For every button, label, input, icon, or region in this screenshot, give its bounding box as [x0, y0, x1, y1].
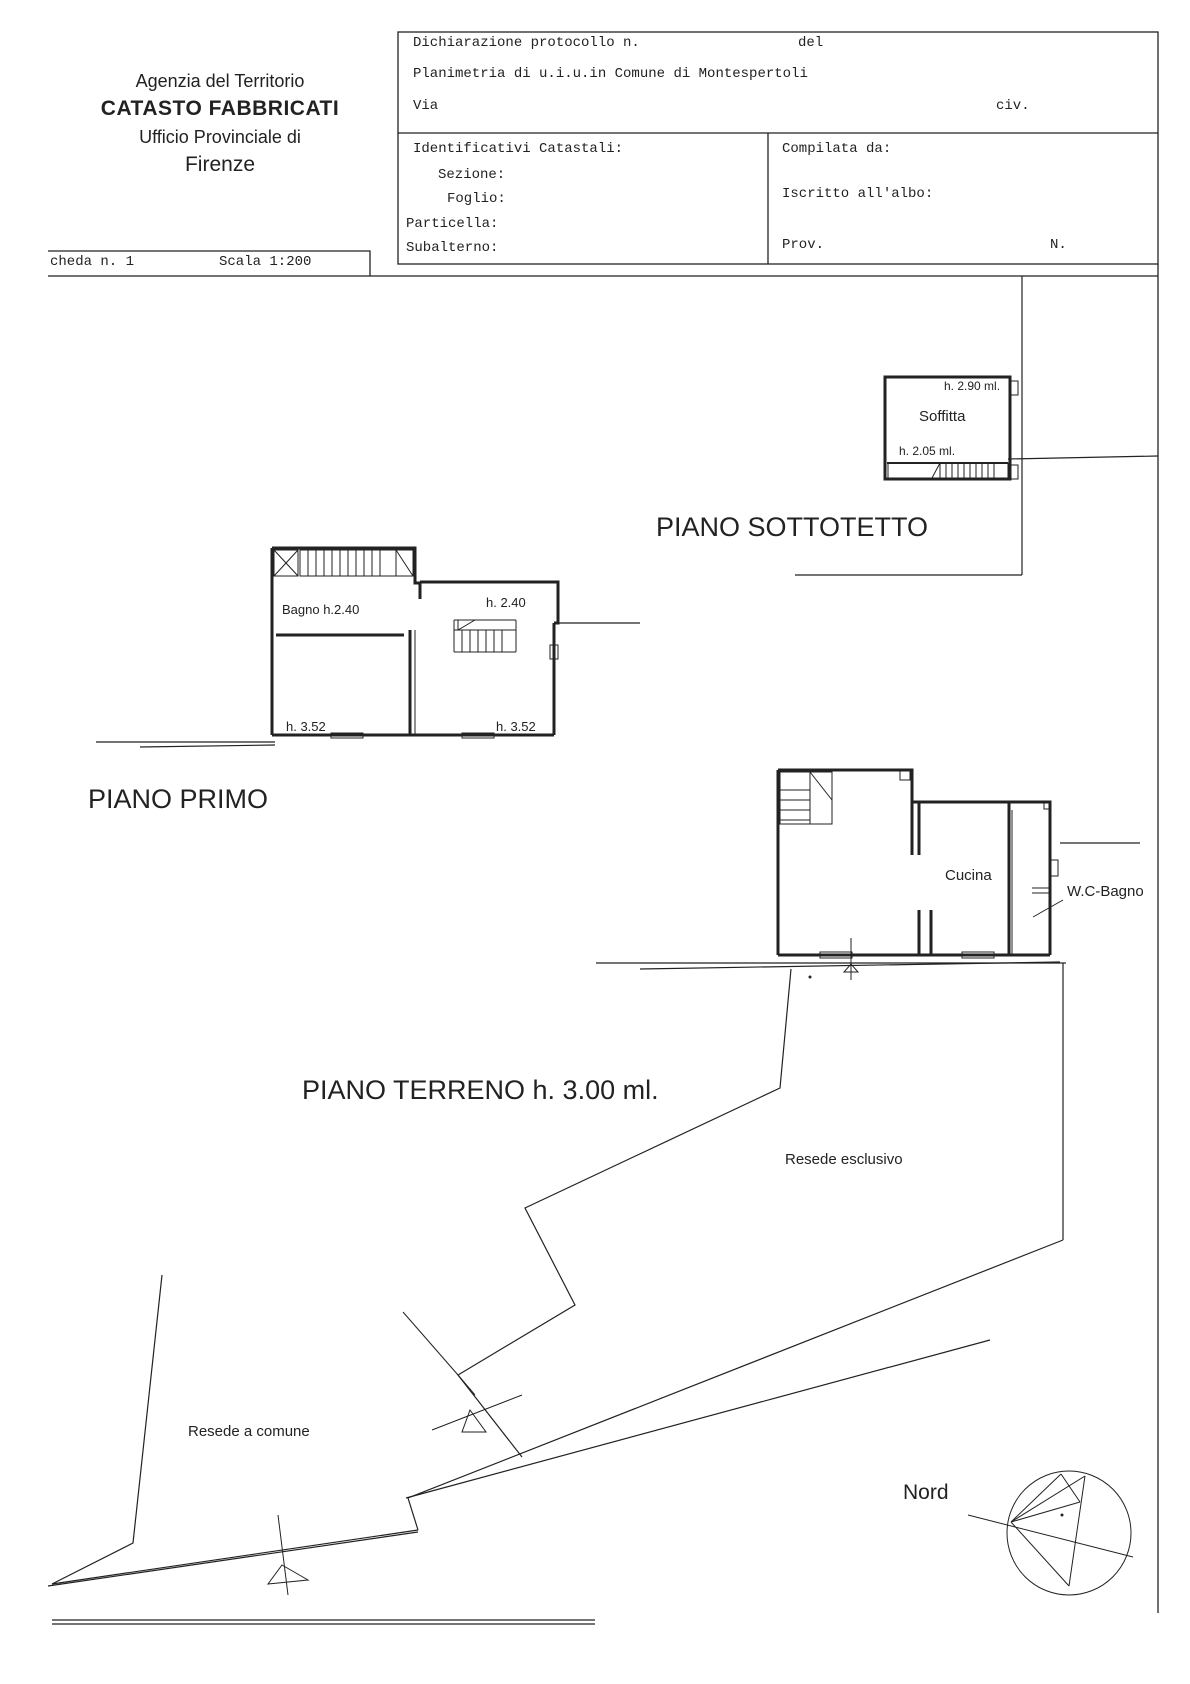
sottotetto-plan — [795, 276, 1159, 576]
sottotetto-height-bottom: h. 2.05 ml. — [899, 444, 955, 458]
sottotetto-height-top: h. 2.90 ml. — [944, 379, 1000, 393]
piano-terreno-title: PIANO TERRENO h. 3.00 ml. — [302, 1075, 659, 1105]
province-name: Firenze — [184, 153, 256, 176]
primo-height-room: h. 2.40 — [486, 595, 526, 610]
n-label: N. — [1050, 237, 1067, 253]
sezione-label: Sezione: — [438, 167, 506, 183]
agency-name: Agenzia del Territorio — [135, 71, 305, 91]
primo-plan — [96, 546, 640, 748]
north-arrow-icon — [967, 1470, 1134, 1596]
foglio-label: Foglio: — [447, 191, 506, 207]
compilata-label: Compilata da: — [782, 141, 892, 157]
civ-label: civ. — [996, 98, 1030, 114]
resede-comune-label: Resede a comune — [188, 1423, 310, 1440]
property-boundaries — [47, 963, 1064, 1625]
bagno-label: Bagno h.2.40 — [282, 602, 359, 617]
nord-label: Nord — [903, 1481, 949, 1504]
ufficio-label: Ufficio Provinciale di — [139, 127, 301, 147]
wc-bagno-label: W.C-Bagno — [1067, 883, 1144, 900]
planimetria-label: Planimetria di u.i.u.in Comune di Montes… — [413, 66, 808, 82]
soffitta-label: Soffitta — [919, 408, 966, 425]
primo-height-left: h. 3.52 — [286, 719, 326, 734]
header-frames — [48, 31, 1159, 1613]
piano-sottotetto-title: PIANO SOTTOTETTO — [656, 512, 928, 542]
identificativi-label: Identificativi Catastali: — [413, 141, 624, 157]
prov-label: Prov. — [782, 237, 825, 253]
dichiarazione-label: Dichiarazione protocollo n. — [413, 35, 640, 51]
cucina-label: Cucina — [945, 867, 992, 884]
iscritto-label: Iscritto all'albo: — [782, 186, 934, 202]
particella-label: Particella: — [406, 216, 499, 232]
agency-block: Agenzia del Territorio CATASTO FABBRICAT… — [60, 68, 380, 180]
via-label: Via — [413, 98, 439, 114]
scala-label: Scala 1:200 — [219, 254, 312, 270]
primo-height-right: h. 3.52 — [496, 719, 536, 734]
scheda-number: cheda n. 1 — [50, 254, 135, 270]
subalterno-label: Subalterno: — [406, 240, 499, 256]
catasto-title: CATASTO FABBRICATI — [100, 97, 340, 120]
terreno-building — [596, 768, 1140, 980]
piano-primo-title: PIANO PRIMO — [88, 784, 268, 814]
del-label: del — [798, 35, 824, 51]
resede-esclusivo-label: Resede esclusivo — [785, 1151, 903, 1168]
